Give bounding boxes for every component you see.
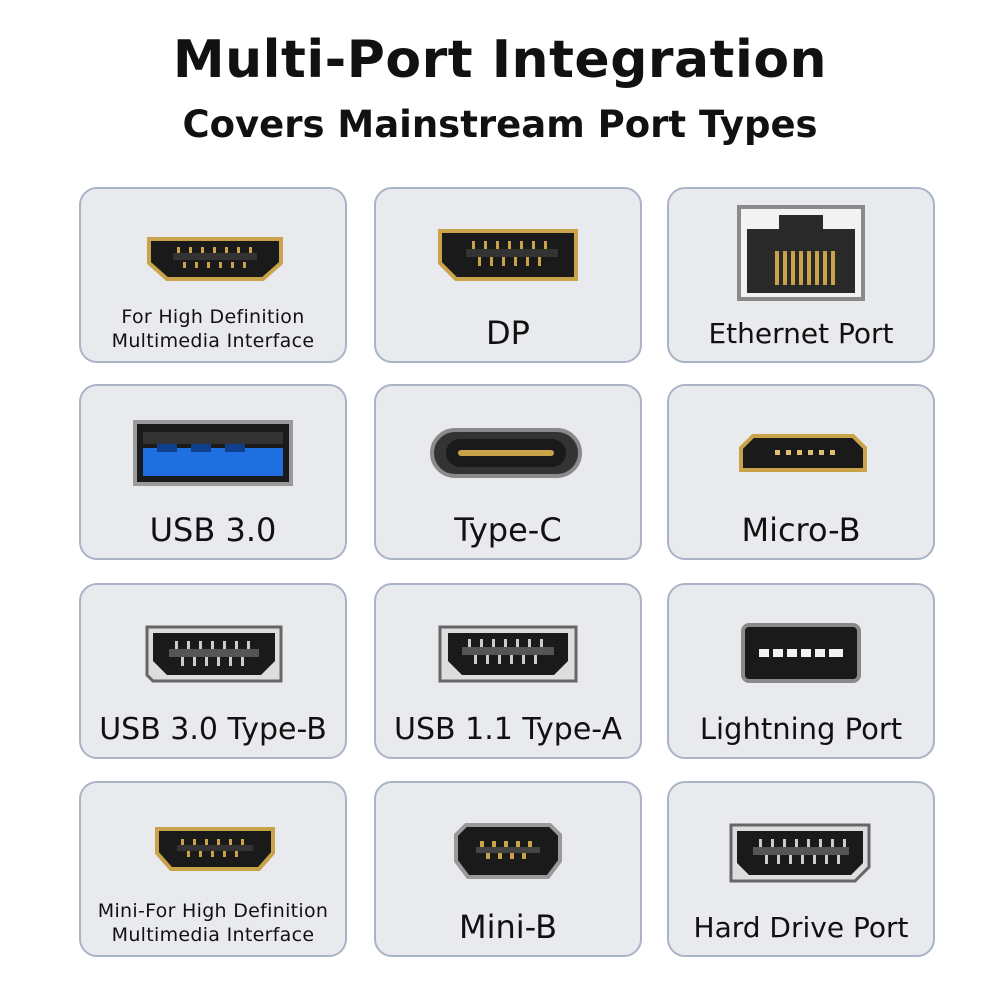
port-label: USB 3.0 Type-B	[99, 711, 327, 747]
page-title: Multi-Port Integration	[172, 30, 828, 90]
port-card-mini-hdmi: Mini-For High Definition Multimedia Inte…	[79, 781, 347, 957]
mini-b-port-icon	[376, 783, 644, 901]
hard-drive-port-icon	[669, 783, 937, 901]
port-card-hdmi: For High Definition Multimedia Interface	[79, 187, 347, 363]
port-label: DP	[486, 314, 530, 352]
port-label: Ethernet Port	[708, 316, 894, 350]
mini-hdmi-port-icon	[81, 783, 349, 901]
port-card-usb3-type-b: USB 3.0 Type-B	[79, 583, 347, 759]
ethernet-port-icon	[669, 189, 937, 307]
port-label: Hard Drive Port	[693, 910, 909, 944]
port-label: For High Definition Multimedia Interface	[111, 306, 315, 352]
port-label: Type-C	[454, 511, 562, 549]
port-card-usb11-type-a: USB 1.1 Type-A	[374, 583, 642, 759]
port-card-usb3: USB 3.0	[79, 384, 347, 560]
port-label: Mini-B	[458, 908, 558, 946]
port-card-type-c: Type-C	[374, 384, 642, 560]
port-label: Lightning Port	[699, 712, 903, 746]
usb-c-port-icon	[376, 386, 644, 504]
displayport-icon	[376, 189, 644, 307]
port-card-dp: DP	[374, 187, 642, 363]
hdmi-port-icon	[81, 189, 349, 307]
port-card-mini-b: Mini-B	[374, 781, 642, 957]
lightning-port-icon	[669, 585, 937, 703]
port-label: Mini-For High Definition Multimedia Inte…	[97, 900, 329, 946]
micro-b-port-icon	[669, 386, 937, 504]
port-card-lightning: Lightning Port	[667, 583, 935, 759]
usb-1-1-type-a-port-icon	[376, 585, 644, 703]
port-card-ethernet: Ethernet Port	[667, 187, 935, 363]
port-label: Micro-B	[741, 511, 861, 549]
usb-3-type-b-port-icon	[81, 585, 349, 703]
port-label: USB 1.1 Type-A	[394, 711, 622, 747]
port-card-micro-b: Micro-B	[667, 384, 935, 560]
port-card-hard-drive: Hard Drive Port	[667, 781, 935, 957]
page-subtitle: Covers Mainstream Port Types	[182, 103, 818, 146]
usb-3-port-icon	[81, 386, 349, 504]
port-label: USB 3.0	[149, 511, 277, 549]
